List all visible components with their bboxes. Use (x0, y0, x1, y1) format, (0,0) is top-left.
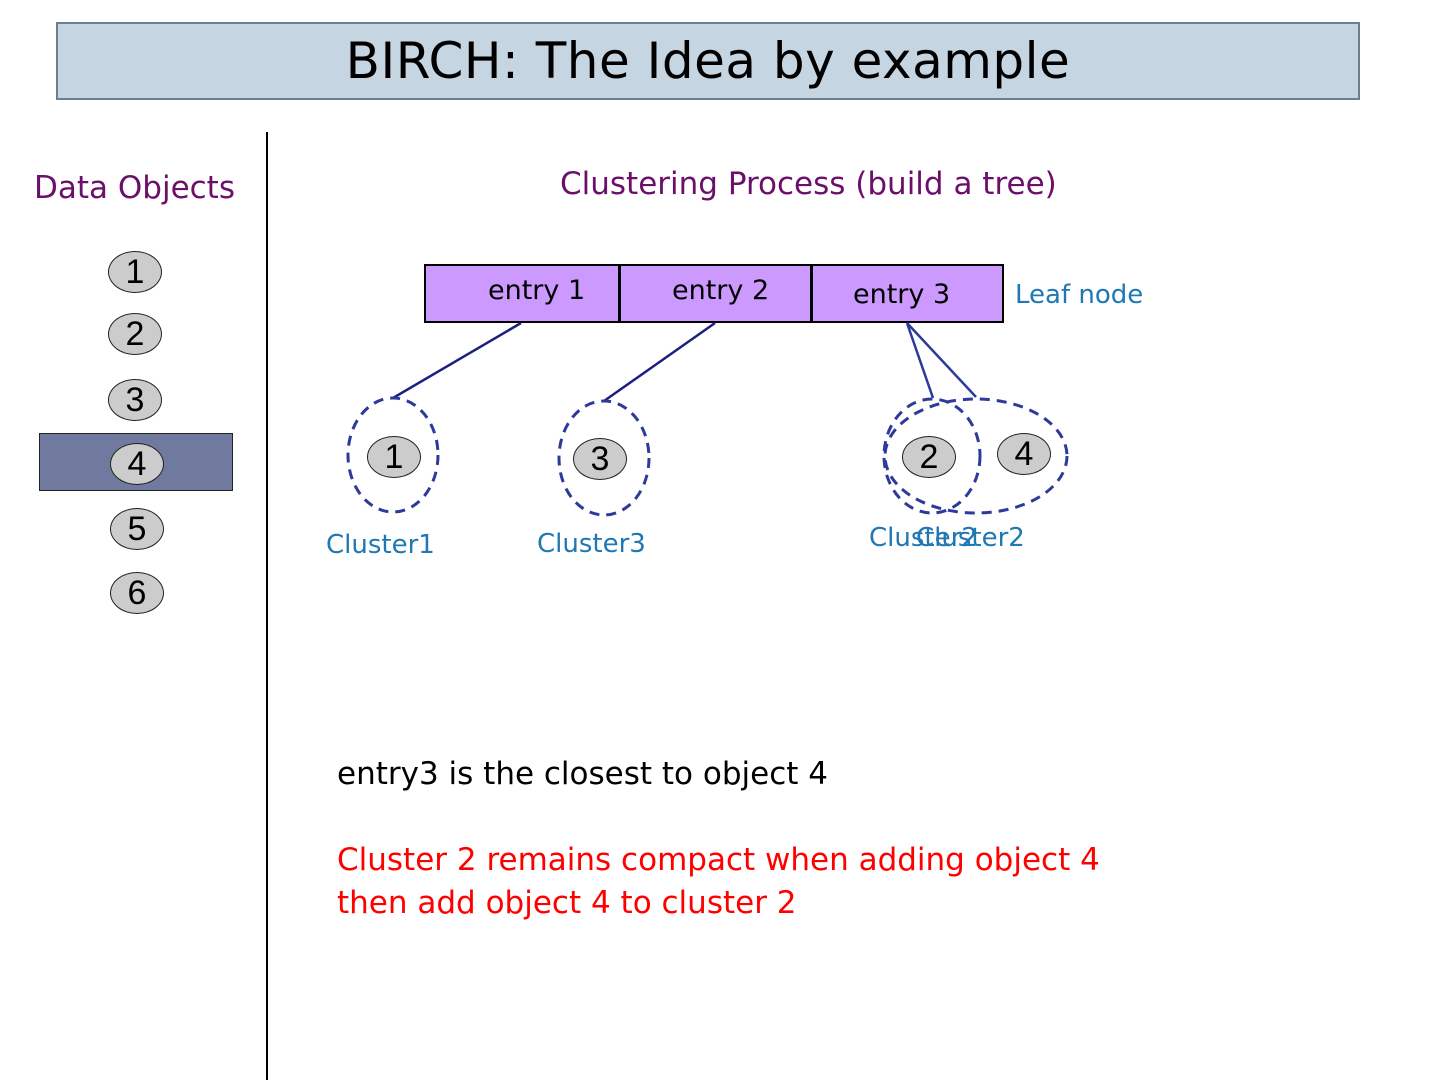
entry-separator (618, 266, 621, 321)
compact-note-line1: Cluster 2 remains compact when adding ob… (337, 842, 1100, 878)
cluster1-label: Cluster1 (326, 530, 435, 560)
data-objects-heading: Data Objects (34, 170, 235, 206)
link-entry3-cluster2-expanded (906, 322, 977, 398)
closest-entry-note: entry3 is the closest to object 4 (337, 756, 828, 792)
cluster1-object-1: 1 (367, 436, 421, 478)
leaf-node: entry 1 entry 2 entry 3 (424, 264, 1004, 323)
cluster2-object-4: 4 (997, 433, 1051, 475)
leaf-entry-3: entry 3 (853, 279, 951, 310)
cluster2-expanded-outline (883, 397, 1069, 515)
data-object-3: 3 (108, 379, 162, 421)
cluster1-outline (346, 396, 440, 514)
compact-note-line2: then add object 4 to cluster 2 (337, 885, 797, 921)
leaf-entry-2: entry 2 (672, 275, 770, 306)
cluster2-expanded-label: Cluster2 (916, 523, 1025, 553)
column-divider (266, 132, 268, 1080)
data-object-5: 5 (110, 508, 164, 550)
data-object-4: 4 (110, 443, 164, 485)
data-object-6: 6 (110, 572, 164, 614)
link-entry2-cluster3 (603, 321, 716, 403)
cluster2-object-2: 2 (902, 436, 956, 478)
cluster2-outline (882, 397, 982, 515)
cluster3-outline (557, 399, 651, 517)
leaf-entry-1: entry 1 (488, 275, 586, 306)
link-entry3-cluster2 (905, 322, 935, 399)
clustering-process-heading: Clustering Process (build a tree) (560, 166, 1057, 202)
leaf-node-label: Leaf node (1015, 280, 1144, 310)
entry-separator (810, 266, 813, 321)
data-object-2: 2 (108, 313, 162, 355)
data-object-1: 1 (108, 251, 162, 293)
cluster3-object-3: 3 (573, 438, 627, 480)
cluster2-label: Cluster2 (869, 523, 978, 553)
cluster3-label: Cluster3 (537, 529, 646, 559)
slide-title: BIRCH: The Idea by example (345, 32, 1071, 90)
title-bar: BIRCH: The Idea by example (56, 22, 1360, 100)
link-entry1-cluster1 (392, 321, 522, 400)
